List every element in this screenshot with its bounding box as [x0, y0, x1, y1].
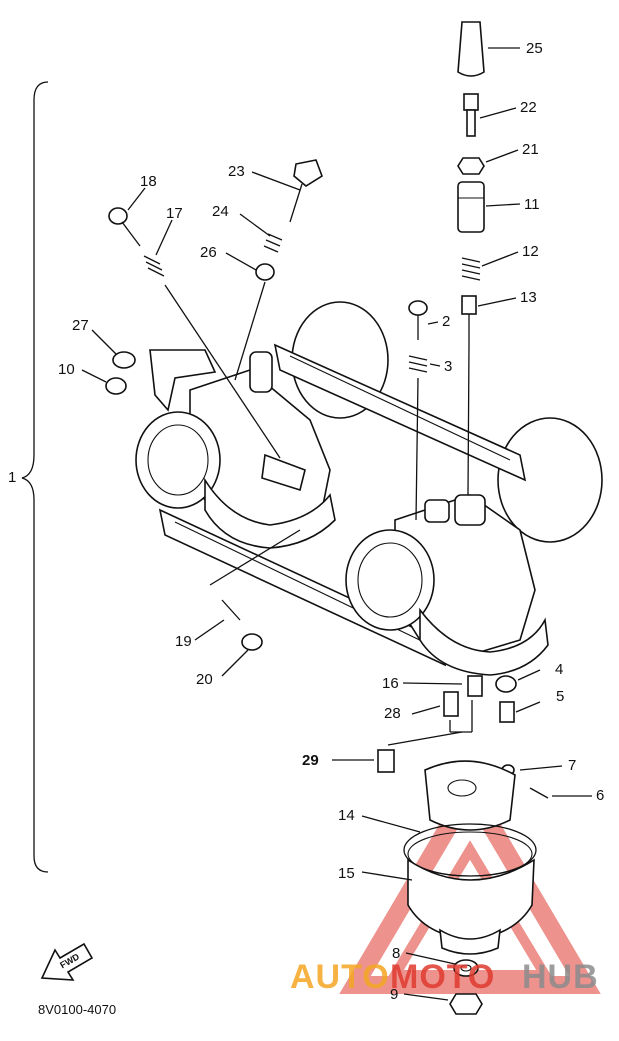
callout-22: 22 — [520, 99, 537, 116]
callout-2: 2 — [442, 313, 450, 330]
callout-10: 10 — [58, 361, 75, 378]
callout-21: 21 — [522, 141, 539, 158]
callout-labels: 25 22 21 11 12 13 2 3 18 17 23 24 26 27 … — [8, 40, 604, 1003]
callout-27: 27 — [72, 317, 89, 334]
callout-14: 14 — [338, 807, 355, 824]
watermark-text: AUTO MOTO HUB — [290, 958, 599, 996]
callout-19: 19 — [175, 633, 192, 650]
callout-6: 6 — [596, 787, 604, 804]
fwd-arrow-icon: FWD — [40, 942, 94, 981]
callout-23: 23 — [228, 163, 245, 180]
callout-25: 25 — [526, 40, 543, 57]
callout-16: 16 — [382, 675, 399, 692]
callout-1: 1 — [8, 469, 16, 486]
assembly-bracket — [21, 81, 49, 873]
leader-lines — [81, 47, 592, 1001]
watermark-part-3: HUB — [522, 958, 599, 996]
callout-3: 3 — [444, 358, 452, 375]
watermark-part-1: AUTO — [290, 958, 390, 996]
callout-18: 18 — [140, 173, 157, 190]
callout-24: 24 — [212, 203, 229, 220]
callout-28: 28 — [384, 705, 401, 722]
small-parts — [105, 21, 549, 1015]
callout-9: 9 — [390, 986, 398, 1003]
callout-12: 12 — [522, 243, 539, 260]
carburetor-body — [135, 301, 603, 676]
callout-5: 5 — [556, 688, 564, 705]
callout-7: 7 — [568, 757, 576, 774]
callout-29: 29 — [302, 752, 319, 769]
callout-26: 26 — [200, 244, 217, 261]
callout-20: 20 — [196, 671, 213, 688]
callout-11: 11 — [524, 196, 540, 213]
diagram-code: 8V0100-4070 — [38, 1002, 116, 1017]
callout-15: 15 — [338, 865, 355, 882]
callout-8: 8 — [392, 945, 400, 962]
callout-4: 4 — [555, 661, 563, 678]
watermark-part-2: MOTO — [390, 958, 495, 996]
callout-17: 17 — [166, 205, 183, 222]
callout-13: 13 — [520, 289, 537, 306]
